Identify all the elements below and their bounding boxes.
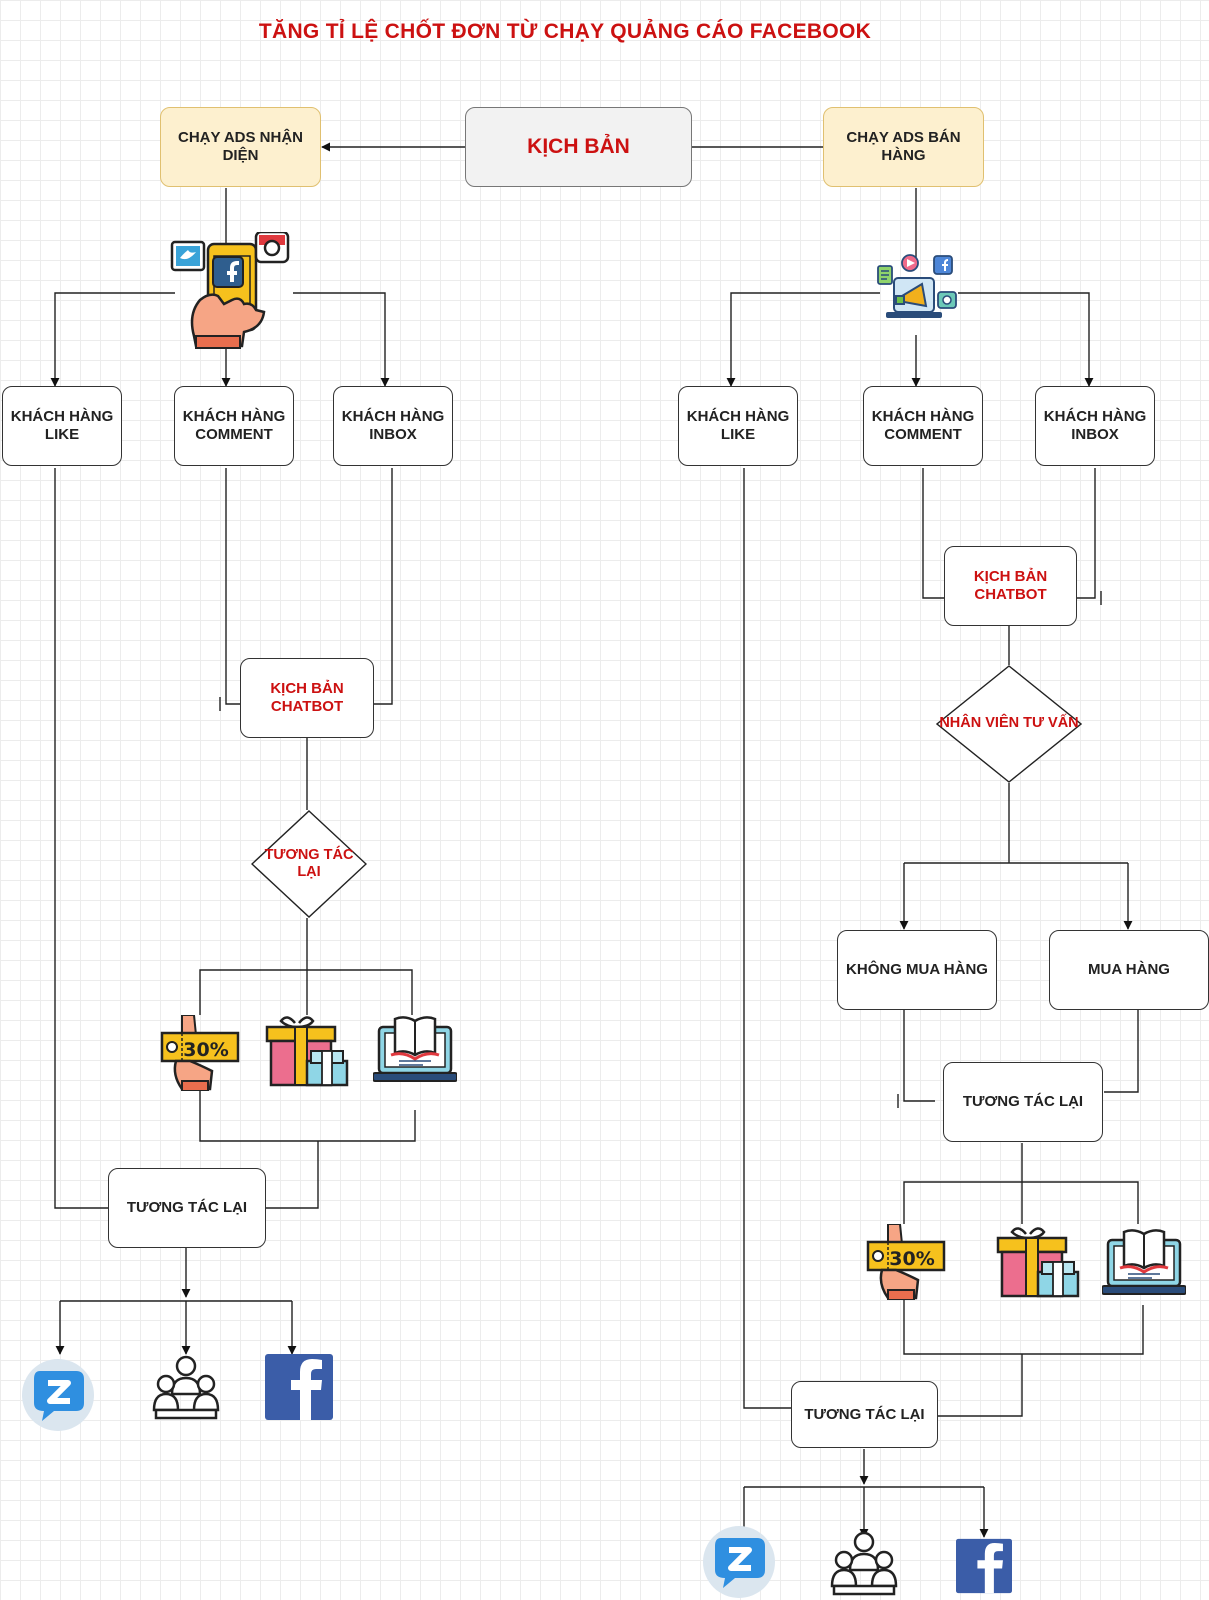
zalo-icon — [22, 1359, 94, 1431]
purchase-box: MUA HÀNG — [1049, 930, 1209, 1010]
left-chatbot-script-box: KỊCH BẢN CHATBOT — [240, 658, 374, 738]
right-customer-like-box: KHÁCH HÀNG LIKE — [678, 386, 798, 466]
gift-boxes-icon — [996, 1227, 1080, 1298]
left-reengage-box: TƯƠNG TÁC LẠI — [108, 1168, 266, 1248]
left-ads-awareness-box: CHẠY ADS NHẬN DIỆN — [160, 107, 321, 187]
right-ads-sales-box: CHẠY ADS BÁN HÀNG — [823, 107, 984, 187]
community-group-icon — [152, 1355, 220, 1420]
root-script-box: KỊCH BẢN — [465, 107, 692, 187]
discount-coupon-icon: 30% — [866, 1224, 946, 1300]
discount-coupon-icon: 30% — [160, 1015, 240, 1091]
svg-text:30%: 30% — [183, 1039, 228, 1061]
left-reengage-decision: TƯƠNG TÁC LẠI — [251, 810, 367, 918]
right-reengage-box-2: TƯƠNG TÁC LẠI — [791, 1381, 938, 1448]
facebook-icon — [956, 1538, 1012, 1594]
left-customer-inbox-box: KHÁCH HÀNG INBOX — [333, 386, 453, 466]
community-group-icon — [830, 1531, 898, 1596]
right-customer-comment-box: KHÁCH HÀNG COMMENT — [863, 386, 983, 466]
digital-marketing-megaphone-icon — [877, 254, 957, 318]
hand-phone-social-icon — [170, 232, 290, 349]
right-reengage-box-1: TƯƠNG TÁC LẠI — [943, 1062, 1103, 1142]
left-customer-comment-box: KHÁCH HÀNG COMMENT — [174, 386, 294, 466]
no-purchase-box: KHÔNG MUA HÀNG — [837, 930, 997, 1010]
right-customer-inbox-box: KHÁCH HÀNG INBOX — [1035, 386, 1155, 466]
facebook-icon — [265, 1354, 333, 1420]
right-consultant-decision: NHÂN VIÊN TƯ VẤN — [936, 665, 1082, 783]
svg-text:30%: 30% — [889, 1248, 934, 1270]
gift-boxes-icon — [265, 1016, 349, 1087]
diagram-title: TĂNG TỈ LỆ CHỐT ĐƠN TỪ CHẠY QUẢNG CÁO FA… — [258, 20, 872, 43]
zalo-icon — [703, 1526, 775, 1598]
laptop-ebook-icon — [1102, 1229, 1186, 1295]
laptop-ebook-icon — [373, 1016, 457, 1082]
left-customer-like-box: KHÁCH HÀNG LIKE — [2, 386, 122, 466]
right-chatbot-script-box: KỊCH BẢN CHATBOT — [944, 546, 1077, 626]
